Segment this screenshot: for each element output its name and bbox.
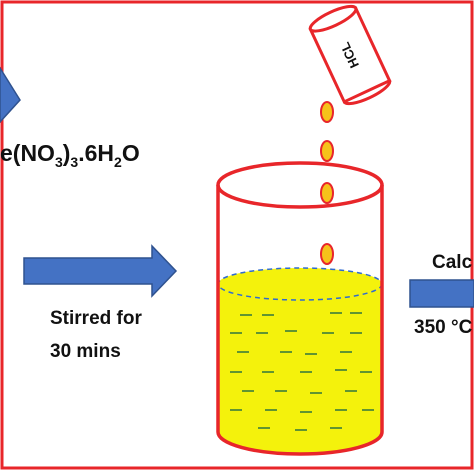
right-arrow-icon — [23, 244, 178, 298]
precursor-arrow-icon — [0, 66, 21, 124]
liquid — [218, 284, 382, 454]
drop — [320, 140, 334, 162]
right-arrow-icon — [409, 279, 474, 308]
compound-formula: e(NO3)3.6H2O — [0, 140, 140, 170]
drop — [320, 182, 334, 204]
beaker-icon — [216, 161, 384, 456]
stirred-label-line1: Stirred for — [50, 308, 142, 329]
liquid-dashes — [230, 312, 374, 431]
drop — [320, 243, 334, 265]
calcination-label: Calc — [432, 252, 473, 273]
temperature-label: 350 °C — [414, 317, 473, 338]
reagent-bottle-icon: HCL — [308, 4, 392, 106]
drop — [320, 101, 334, 123]
stirred-label-line2: 30 mins — [50, 341, 121, 362]
liquid-surface — [217, 267, 383, 301]
